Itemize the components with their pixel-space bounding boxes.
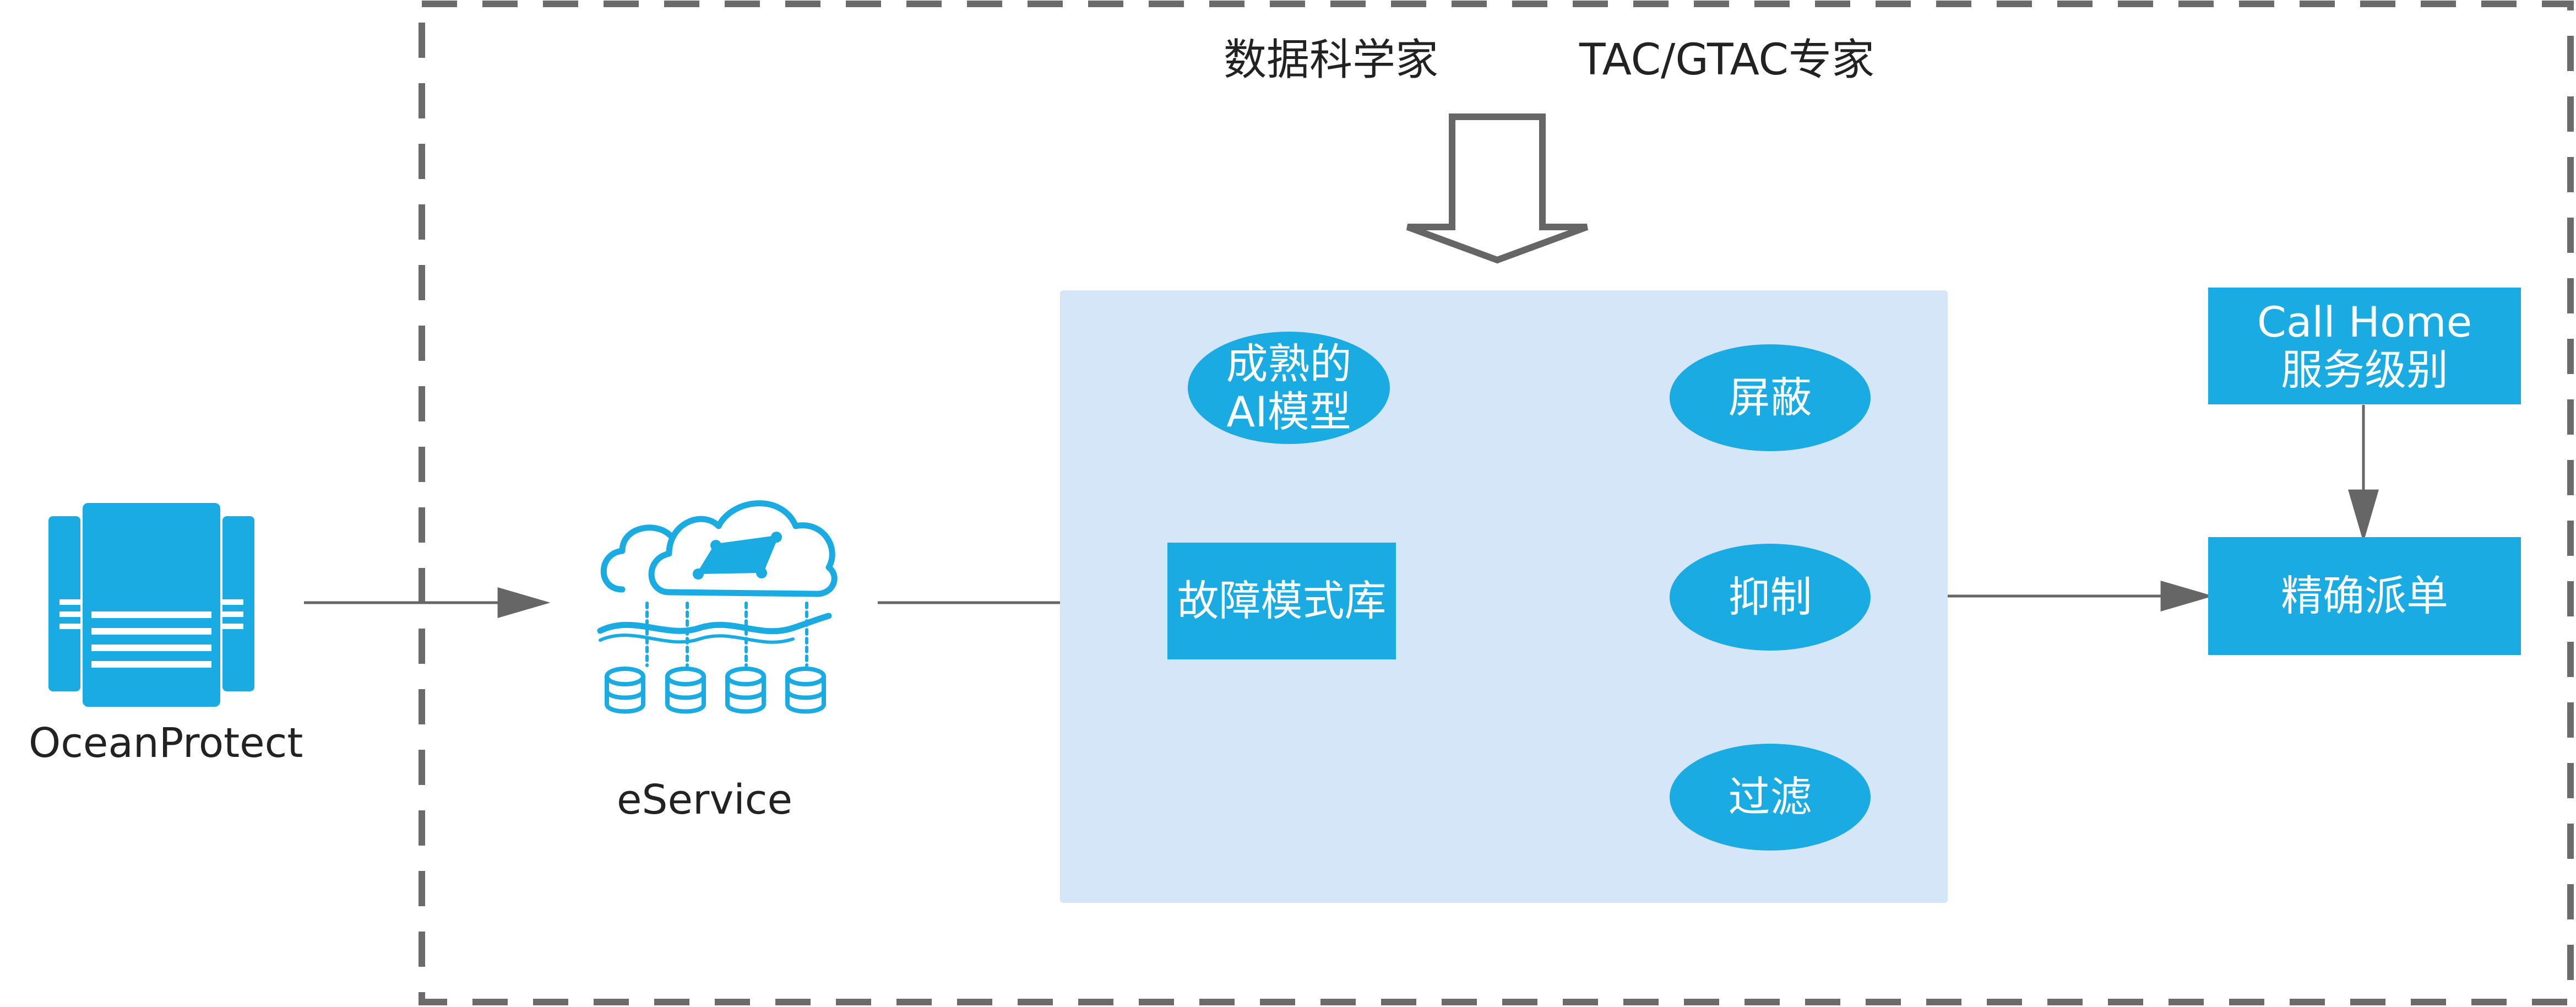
action-filter-node: 过滤 bbox=[1670, 744, 1871, 851]
ai-model-line1: 成熟的 bbox=[1226, 339, 1352, 388]
dispatch-label: 精确派单 bbox=[2281, 571, 2448, 621]
dispatch-node: 精确派单 bbox=[2208, 537, 2521, 655]
platform-label: eService bbox=[617, 776, 793, 824]
service-level-node: Call Home 服务级别 bbox=[2208, 288, 2521, 404]
action-suppress-node: 抑制 bbox=[1670, 544, 1871, 651]
action-filter-label: 过滤 bbox=[1728, 772, 1812, 822]
fault-library-label: 故障模式库 bbox=[1177, 576, 1387, 626]
cloud-database-icon bbox=[597, 500, 838, 714]
action-suppress-label: 抑制 bbox=[1728, 572, 1812, 622]
ai-model-node: 成熟的 AI模型 bbox=[1188, 332, 1390, 444]
ai-model-line2: AI模型 bbox=[1226, 387, 1351, 436]
action-shield-label: 屏蔽 bbox=[1728, 373, 1812, 423]
source-device-label: OceanProtect bbox=[29, 719, 303, 767]
tac-expert-label: TAC/GTAC专家 bbox=[1579, 35, 1875, 85]
service-level-line2: 服务级别 bbox=[2281, 345, 2448, 394]
storage-device-icon bbox=[48, 503, 254, 707]
service-level-line1: Call Home bbox=[2257, 297, 2472, 347]
action-shield-node: 屏蔽 bbox=[1670, 344, 1871, 451]
fault-library-node: 故障模式库 bbox=[1167, 543, 1396, 659]
hollow-down-arrow-icon bbox=[1406, 113, 1589, 264]
data-scientist-label: 数据科学家 bbox=[1224, 35, 1439, 85]
